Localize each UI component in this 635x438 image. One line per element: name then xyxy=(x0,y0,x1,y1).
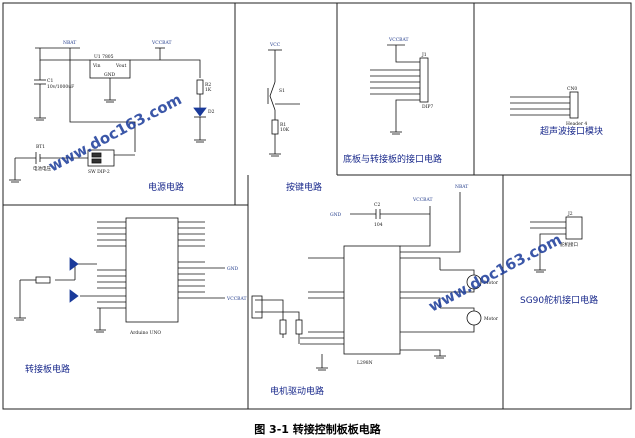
r2-label: R2 xyxy=(205,82,211,88)
motor2-label: Motor xyxy=(484,316,499,322)
regulator-vin: Vin xyxy=(92,63,101,69)
r2-value: 1K xyxy=(205,87,212,93)
j1-label: J1 xyxy=(421,52,427,58)
motor-vin-label: NBAT xyxy=(455,184,468,190)
motor1-label: Motor xyxy=(484,280,499,286)
dip-switch xyxy=(87,149,115,167)
power-circuit: U1 7805 Vin Vout GND NBAT VCCBAT C1 10v/… xyxy=(9,40,215,193)
resistor-ena xyxy=(279,319,287,335)
figure-caption: 图 3-1 转接控制板板电路 xyxy=(254,423,381,436)
regulator-gnd: GND xyxy=(104,72,116,78)
servo-section-title: SG90舵机接口电路 xyxy=(520,294,598,306)
led-d2 xyxy=(193,107,207,117)
motor-gnd-label: GND xyxy=(330,212,342,218)
interface-section-title: 底板与转接板的接口电路 xyxy=(343,153,442,165)
servo-sub: 舵机接口 xyxy=(560,241,578,248)
header-j1 xyxy=(419,57,429,103)
l298n-driver xyxy=(343,245,401,355)
key-section-title: 按键电路 xyxy=(286,181,322,193)
ultrasonic-module: CN0 Header 4 超声波接口模块 xyxy=(510,86,603,137)
d2-label: D2 xyxy=(208,109,215,115)
key-r-label: R1 xyxy=(280,122,286,128)
adapter-section-title: 转接板电路 xyxy=(25,363,70,375)
bt1-label: BT1 xyxy=(36,144,45,150)
adapter-gnd-label: GND xyxy=(227,266,239,272)
bt1-value: 电池电压 xyxy=(33,165,51,172)
watermark-power: www.doc163.com xyxy=(45,90,184,175)
interface-circuit: VCCBAT J1 DIP7 底板与转接板的接口电路 xyxy=(343,37,442,165)
adapter-circuit: Arduino UNO GND VCCBAT xyxy=(14,217,246,375)
key-vcc-label: VCC xyxy=(269,42,281,48)
header-cn0 xyxy=(569,91,579,119)
power-section-title: 电源电路 xyxy=(148,181,184,193)
led-d4 xyxy=(69,289,79,303)
servo-circuit: J2 舵机接口 SG90舵机接口电路 xyxy=(520,211,598,306)
j2-label: J2 xyxy=(567,211,573,217)
power-vin-label: NBAT xyxy=(63,40,76,46)
led-d3 xyxy=(69,257,79,271)
jumper-en xyxy=(251,295,263,319)
adapter-vcc-label: VCCBAT xyxy=(226,296,246,302)
motor-vcc-label: VCCBAT xyxy=(412,197,432,203)
motor-driver-circuit: L298N GND C2 104 VCCBAT NBAT xyxy=(251,184,499,397)
sw-label: SW DIP-2 xyxy=(88,169,110,175)
panel-frame xyxy=(2,2,632,410)
c1-value: 10v/1000uF xyxy=(47,84,74,90)
regulator-label: U1 7805 xyxy=(94,54,114,60)
c1-label: C1 xyxy=(47,78,53,84)
motor-section-title: 电机驱动电路 xyxy=(270,385,324,397)
ultra-sub: Header 4 xyxy=(566,121,587,127)
c2-label: C2 xyxy=(374,202,380,208)
regulator-vout: Vout xyxy=(115,63,126,69)
key-circuit: VCC S1 R1 10K 按键电路 xyxy=(267,42,322,193)
u3-label: L298N xyxy=(357,360,373,366)
u2-label: Arduino UNO xyxy=(129,330,161,336)
header-j2 xyxy=(565,216,583,240)
resistor-r1 xyxy=(271,119,279,135)
key-r-value: 10K xyxy=(280,127,290,133)
j1-sub: DIP7 xyxy=(422,104,433,110)
resistor-enb xyxy=(295,319,303,335)
ultrasonic-section-title: 超声波接口模块 xyxy=(540,125,603,137)
motor-2 xyxy=(466,310,482,326)
resistor-r4 xyxy=(35,276,51,284)
arduino-uno xyxy=(125,217,179,323)
c2-value: 104 xyxy=(374,222,383,228)
cn0-label: CN0 xyxy=(567,86,577,92)
iface-vcc-label: VCCBAT xyxy=(388,37,408,43)
power-vcc-label: VCCBAT xyxy=(151,40,171,46)
resistor-r2 xyxy=(196,79,204,95)
s1-label: S1 xyxy=(279,88,285,94)
